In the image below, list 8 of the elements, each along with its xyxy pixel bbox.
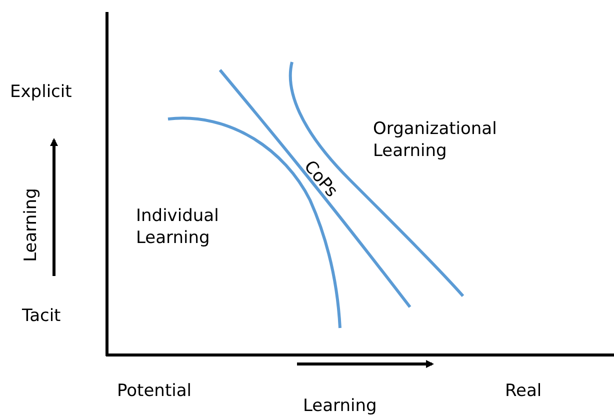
axis-label: Real (505, 380, 542, 402)
axis-label: Learning (20, 188, 42, 262)
region-label: Individual Learning (136, 205, 220, 249)
axis-label: Learning (303, 395, 377, 417)
region-label: Organizational Learning (373, 118, 498, 162)
axis-label: Potential (117, 380, 192, 402)
axis-label: Tacit (22, 305, 61, 327)
axis-label: Explicit (10, 81, 72, 103)
